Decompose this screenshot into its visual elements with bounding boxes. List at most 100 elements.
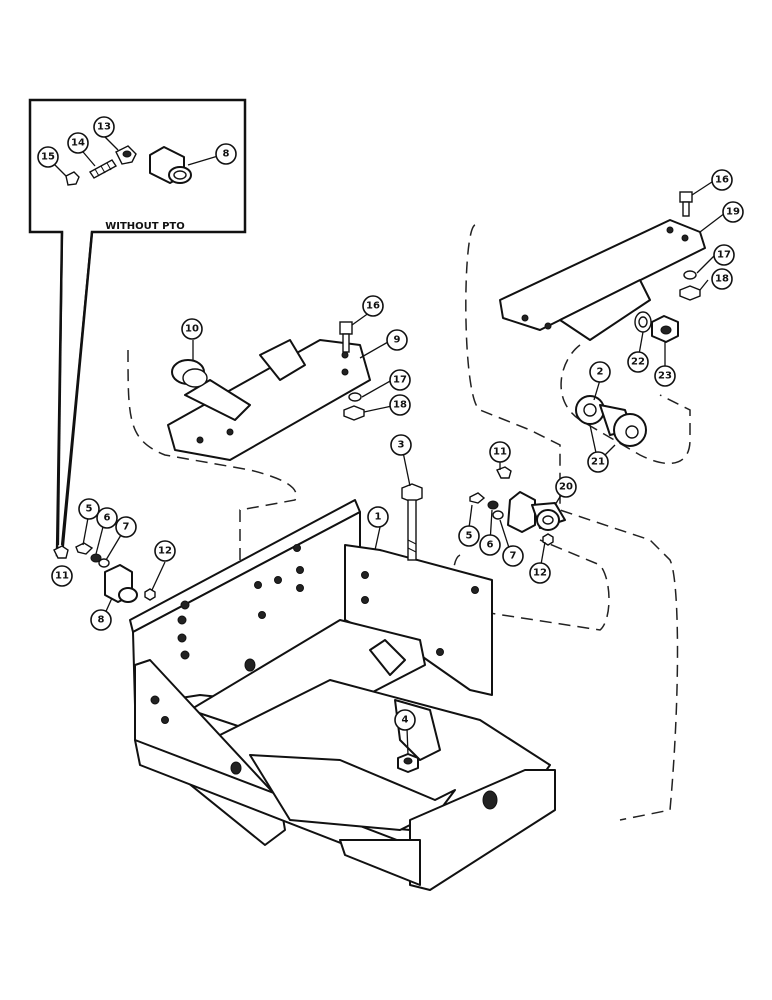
svg-text:6: 6: [487, 540, 494, 551]
svg-text:2: 2: [597, 367, 604, 378]
svg-text:9: 9: [394, 335, 401, 346]
bolt-5-left: [75, 542, 94, 555]
svg-text:16: 16: [366, 301, 380, 312]
inset-frame: [28, 98, 247, 557]
pivot-pin-20: [507, 491, 566, 533]
callout-16-front: 16: [362, 295, 384, 317]
callout-12-left: 12: [154, 540, 176, 562]
svg-text:4: 4: [402, 715, 409, 726]
svg-text:11: 11: [55, 571, 69, 582]
dashed-outline-bushing-2: [560, 344, 691, 465]
callout-17-rear: 17: [713, 244, 735, 266]
callout-11-right: 11: [489, 441, 511, 463]
inset-without-pto: WITHOUT PTO: [28, 98, 247, 557]
dashed-outline-pivot-20: [452, 539, 610, 631]
svg-text:13: 13: [97, 122, 111, 133]
svg-text:8: 8: [98, 615, 105, 626]
bushing-10: [171, 359, 208, 388]
nut-23: [651, 315, 679, 343]
callout-8-inset: 8: [215, 143, 237, 165]
callout-12-right: 12: [529, 562, 551, 584]
svg-text:21: 21: [591, 457, 605, 468]
washer-7-right: [492, 510, 504, 520]
callout-9: 9: [386, 329, 408, 351]
inset-pipe-14: [88, 159, 118, 179]
washer-6-right: [487, 500, 499, 510]
callout-7-right: 7: [502, 545, 524, 567]
callout-3: 3: [390, 434, 412, 456]
callout-6-right: 6: [479, 534, 501, 556]
pivot-pin-8: [104, 564, 138, 603]
bushing-2: [575, 395, 647, 447]
svg-text:7: 7: [510, 551, 517, 562]
callout-18-rear: 18: [711, 268, 733, 290]
svg-text:11: 11: [493, 447, 507, 458]
inset-grease-fitting-15: [65, 171, 80, 186]
grease-fitting-11-left: [53, 545, 69, 559]
callout-11-left: 11: [51, 565, 73, 587]
washer-17-front: [348, 392, 362, 402]
callout-19: 19: [722, 201, 744, 223]
svg-text:12: 12: [158, 546, 172, 557]
bolt-16-rear: [679, 191, 693, 217]
svg-text:5: 5: [466, 531, 473, 542]
svg-text:7: 7: [123, 522, 130, 533]
svg-text:17: 17: [717, 250, 731, 261]
inset-pointer-right: [60, 231, 94, 546]
svg-text:19: 19: [726, 207, 740, 218]
callout-7-left: 7: [115, 516, 137, 538]
rear-support-19: [499, 219, 706, 341]
callout-22: 22: [627, 351, 649, 373]
svg-text:18: 18: [715, 274, 729, 285]
callout-2: 2: [589, 361, 611, 383]
main-frame-1: [129, 499, 556, 891]
bolt-5-right: [469, 492, 486, 504]
callout-23: 23: [654, 365, 676, 387]
dashed-outline-rear-support: [465, 224, 679, 821]
plug-12-left: [144, 588, 156, 601]
svg-text:16: 16: [715, 175, 729, 186]
svg-text:6: 6: [104, 513, 111, 524]
svg-text:14: 14: [71, 138, 85, 149]
callout-16-rear: 16: [711, 169, 733, 191]
svg-text:17: 17: [393, 375, 407, 386]
nut-4: [397, 753, 419, 773]
svg-text:22: 22: [631, 357, 645, 368]
washer-7-left: [98, 558, 110, 568]
callout-21: 21: [587, 451, 609, 473]
callout-13: 13: [93, 116, 115, 138]
bolt-3: [401, 483, 423, 561]
inset-elbow-13: [115, 145, 137, 165]
svg-text:3: 3: [398, 440, 405, 451]
callout-20: 20: [555, 476, 577, 498]
svg-text:12: 12: [533, 568, 547, 579]
bolt-16-front: [339, 321, 353, 353]
svg-text:1: 1: [375, 512, 382, 523]
callout-8-left: 8: [90, 609, 112, 631]
callout-17-front: 17: [389, 369, 411, 391]
grease-fitting-11-right: [496, 466, 512, 479]
washer-22: [634, 311, 652, 333]
nut-18-rear: [679, 285, 701, 301]
callout-4: 4: [394, 709, 416, 731]
callout-5-left: 5: [78, 498, 100, 520]
svg-text:10: 10: [185, 324, 199, 335]
callout-5-right: 5: [458, 525, 480, 547]
svg-text:23: 23: [658, 371, 672, 382]
callout-14: 14: [67, 132, 89, 154]
inset-pointer-left: [56, 231, 64, 546]
svg-text:8: 8: [223, 149, 230, 160]
svg-text:20: 20: [559, 482, 573, 493]
callout-15: 15: [37, 146, 59, 168]
callout-6-left: 6: [96, 507, 118, 529]
svg-text:15: 15: [41, 152, 55, 163]
dashed-outline-front-support: [127, 349, 297, 640]
callout-10: 10: [181, 318, 203, 340]
svg-text:5: 5: [86, 504, 93, 515]
washer-17-rear: [683, 270, 697, 280]
nut-18-front: [343, 405, 365, 421]
callout-18-front: 18: [389, 394, 411, 416]
svg-text:18: 18: [393, 400, 407, 411]
inset-caption: WITHOUT PTO: [105, 221, 185, 232]
